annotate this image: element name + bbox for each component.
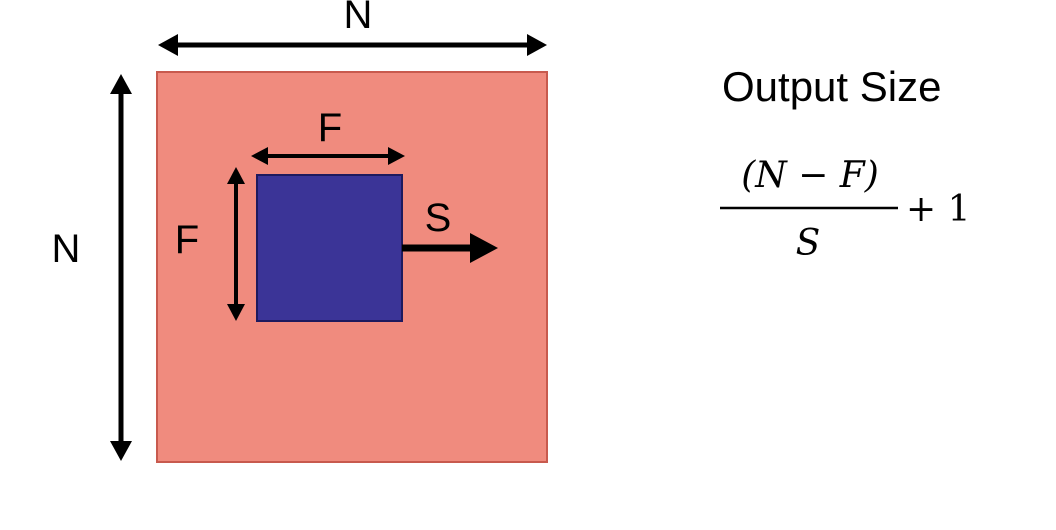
stride-arrow (402, 233, 498, 263)
formula-denominator: S (796, 223, 821, 264)
left-n-arrow (110, 74, 132, 461)
filter-left-f-label: F (175, 218, 199, 262)
filter-square (256, 174, 403, 322)
left-n-label: N (52, 227, 81, 271)
top-n-arrow (158, 34, 547, 56)
top-n-label: N (344, 0, 373, 37)
filter-left-f-arrow (227, 167, 245, 321)
filter-top-f-arrow (251, 147, 405, 165)
formula-suffix: + 1 (906, 189, 971, 230)
filter-top-f-label: F (318, 106, 342, 150)
formula-numerator: (N − F) (741, 155, 879, 196)
stride-label: S (425, 196, 452, 240)
formula-title: Output Size (722, 63, 941, 110)
